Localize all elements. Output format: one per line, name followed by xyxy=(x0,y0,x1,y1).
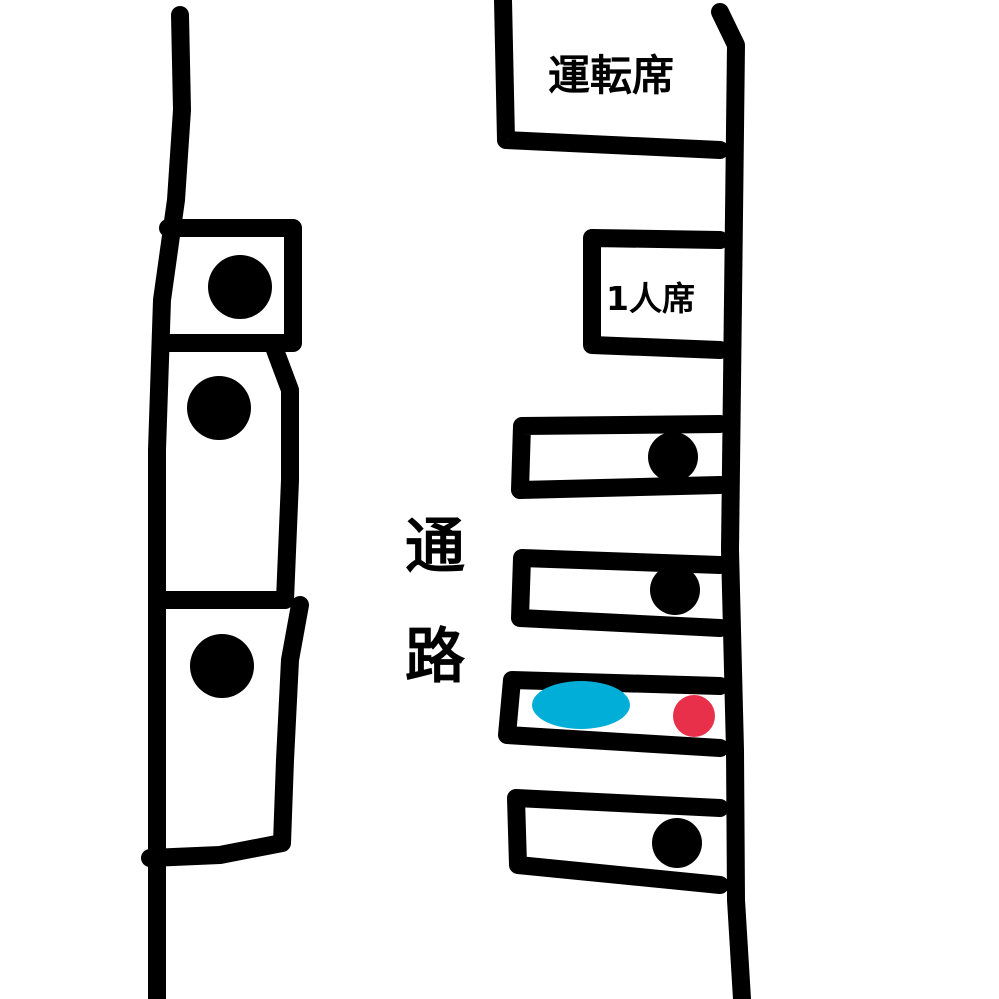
right-seat-1 xyxy=(511,415,729,499)
left-seat-1 xyxy=(153,219,302,352)
driver-seat-label: 運転席 xyxy=(548,51,675,100)
red-marker xyxy=(673,695,715,737)
blue-marker xyxy=(532,681,630,729)
right-seat-2 xyxy=(511,549,729,637)
aisle-label-2: 路 xyxy=(405,622,465,692)
single-seat-label: 1人席 xyxy=(606,279,695,318)
passenger-dot xyxy=(652,818,702,868)
left-wall xyxy=(148,6,191,999)
passenger-dot xyxy=(648,432,698,482)
passenger-dot xyxy=(208,255,272,319)
passenger-dot xyxy=(650,565,700,615)
passenger-dot xyxy=(190,634,254,698)
driver-seat-box xyxy=(494,0,729,159)
left-seat-2 xyxy=(153,341,299,609)
left-seat-3 xyxy=(141,596,309,867)
right-wall xyxy=(711,3,751,999)
right-seat-3 xyxy=(498,671,729,757)
single-seat-box xyxy=(583,229,729,359)
passenger-dot xyxy=(187,376,251,440)
aisle-label-1: 通 xyxy=(405,512,465,582)
right-seat-4 xyxy=(507,789,729,894)
